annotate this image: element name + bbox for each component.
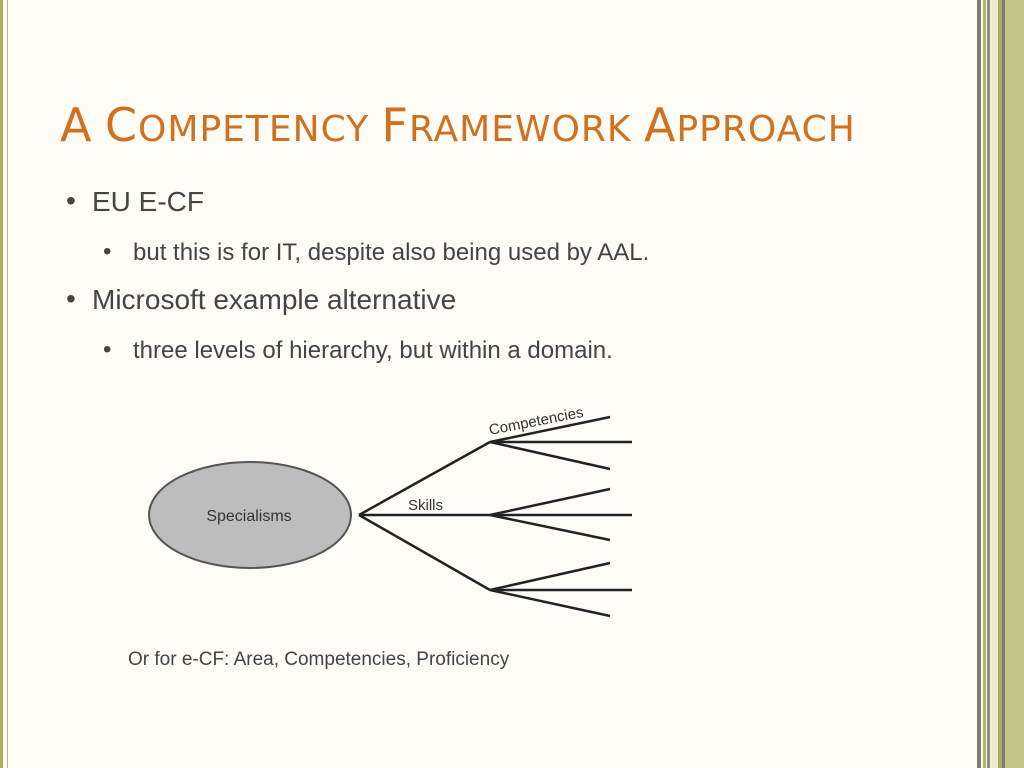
- slide-title: A COMPETENCY FRAMEWORK APPROACH: [60, 98, 856, 152]
- leaf-line: [489, 561, 611, 592]
- footnote: Or for e-CF: Area, Competencies, Profici…: [128, 649, 510, 670]
- branch-line: [358, 440, 491, 517]
- right-border-stripe: [977, 0, 981, 768]
- left-border-line-inner: [7, 0, 8, 768]
- right-border-stripe: [998, 0, 1002, 768]
- leaf-line: [489, 513, 611, 542]
- leaf-line: [489, 487, 611, 517]
- bullet-text: Microsoft example alternative: [92, 284, 457, 315]
- specialisms-node: [148, 461, 352, 569]
- leaf-line: [489, 440, 611, 471]
- competency-branches: [489, 415, 632, 618]
- bullet-text: EU E-CF: [92, 186, 204, 217]
- title-word-rest: PPROACH: [676, 109, 856, 150]
- title-initial: A: [643, 98, 677, 152]
- skills-branches: [358, 440, 491, 592]
- bullet-marker: •: [66, 283, 76, 314]
- bullet-marker: •: [66, 185, 76, 216]
- skills-label: Skills: [408, 497, 443, 514]
- specialisms-label: Specialisms: [206, 508, 291, 525]
- left-border-line: [0, 0, 3, 768]
- leaf-line: [489, 588, 611, 618]
- title-initial: F: [381, 98, 409, 152]
- title-initial: C: [104, 98, 139, 152]
- title-initial: A: [60, 98, 93, 152]
- right-border-stripe: [1002, 0, 1005, 768]
- hierarchy-diagram: Specialisms Skills Competencies: [148, 404, 632, 618]
- bullet-marker: •: [103, 238, 112, 265]
- bullet-text: three levels of hierarchy, but within a …: [133, 337, 613, 364]
- right-border-stripe: [1005, 0, 1024, 768]
- competencies-label: Competencies: [488, 404, 585, 439]
- right-border-stripe: [983, 0, 986, 768]
- right-border-stripe: [987, 0, 990, 768]
- leaf-line: [489, 415, 611, 444]
- title-word-rest: OMPETENCY: [138, 109, 370, 150]
- bullet-text: but this is for IT, despite also being u…: [133, 239, 650, 266]
- title-word-rest: RAMEWORK: [408, 109, 632, 150]
- right-border-stripe: [991, 0, 998, 768]
- branch-line: [358, 513, 491, 592]
- bullet-marker: •: [103, 336, 112, 363]
